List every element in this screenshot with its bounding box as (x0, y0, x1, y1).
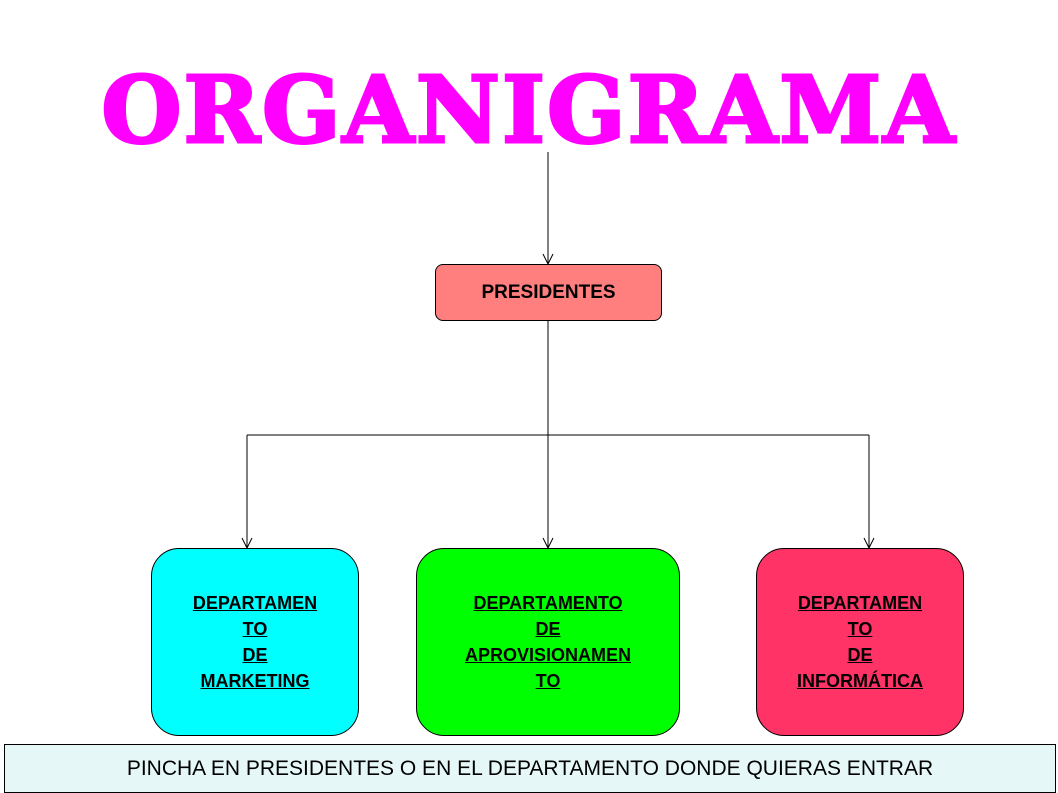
department-aprovisionamiento-line-1: DEPARTAMENTO (473, 593, 623, 613)
department-informatica-line-1: DEPARTAMEN (797, 593, 923, 613)
department-informatica-line-4: INFORMÁTICA (797, 671, 923, 691)
department-aprovisionamiento-node[interactable]: DEPARTAMENTO DE APROVISIONAMEN TO (416, 548, 680, 736)
department-informatica-line-3: DE (847, 645, 873, 665)
department-informatica-node[interactable]: DEPARTAMEN TO DE INFORMÁTICA (756, 548, 964, 736)
presidentes-node[interactable]: PRESIDENTES (435, 264, 662, 321)
presidentes-label: PRESIDENTES (481, 281, 616, 303)
page-title: ORGANIGRAMA (100, 55, 957, 166)
department-informatica-line-2: TO (847, 619, 873, 639)
instruction-banner: PINCHA EN PRESIDENTES O EN EL DEPARTAMEN… (4, 744, 1056, 793)
department-marketing-line-1: DEPARTAMEN (192, 593, 318, 613)
department-aprovisionamiento-link[interactable]: DEPARTAMENTO DE APROVISIONAMEN TO (465, 590, 631, 694)
department-marketing-line-2: TO (242, 619, 268, 639)
department-marketing-link[interactable]: DEPARTAMEN TO DE MARKETING (193, 590, 317, 694)
department-marketing-node[interactable]: DEPARTAMEN TO DE MARKETING (151, 548, 359, 736)
department-aprovisionamiento-line-3: APROVISIONAMEN (464, 645, 632, 665)
department-marketing-line-3: DE (242, 645, 268, 665)
department-aprovisionamiento-line-4: TO (535, 671, 561, 691)
department-marketing-line-4: MARKETING (200, 671, 310, 691)
instruction-text: PINCHA EN PRESIDENTES O EN EL DEPARTAMEN… (126, 756, 934, 780)
department-aprovisionamiento-line-2: DE (535, 619, 561, 639)
department-informatica-link[interactable]: DEPARTAMEN TO DE INFORMÁTICA (797, 590, 923, 694)
